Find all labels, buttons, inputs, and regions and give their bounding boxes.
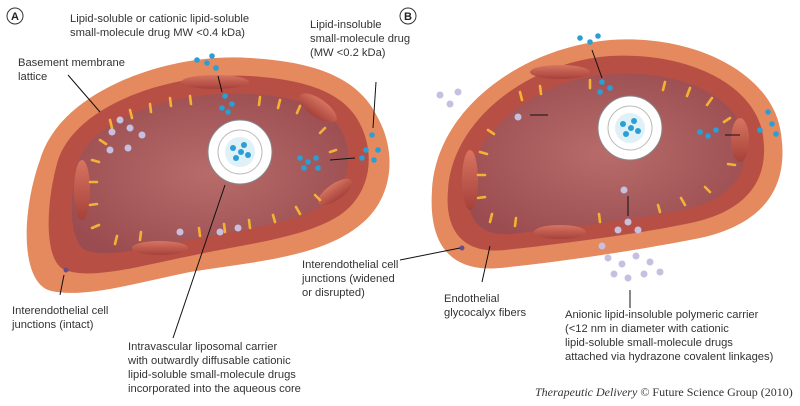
credit-publisher: © Future Science Group (2010)	[637, 385, 792, 399]
label-junctions-intact: Interendothelial cell junctions (intact)	[11, 305, 112, 331]
endothelial-cell	[462, 150, 478, 210]
panel-label-a: A	[11, 11, 19, 23]
label-liposomal-carrier: Intravascular liposomal carrier with out…	[127, 341, 301, 395]
liposome-a	[207, 119, 273, 185]
glycocalyx-fibers-a	[88, 94, 338, 246]
vessel-lumen-b	[467, 73, 746, 235]
polymer-carriers-b	[436, 88, 664, 282]
arrows-a	[59, 74, 377, 339]
junction-dot	[63, 267, 69, 273]
panel-label-b-ring	[399, 7, 417, 25]
panel-label-b: B	[404, 11, 412, 23]
endothelial-cell	[530, 65, 590, 79]
panel-label-a-ring	[6, 7, 24, 25]
arrows-b	[399, 49, 740, 308]
carrier-particles-a	[106, 116, 242, 236]
endothelial-cell	[74, 160, 90, 220]
credit-journal: Therapeutic Delivery	[535, 385, 638, 399]
junction-dot	[459, 245, 465, 251]
panel-a: A Lipid-soluble or cationic lipid-solubl…	[6, 7, 413, 395]
endothelial-cell	[299, 93, 337, 123]
panel-b: B Interendothelial cell junctions (widen…	[301, 7, 783, 363]
endothelial-cell	[317, 178, 353, 206]
glycocalyx-fibers-b	[476, 78, 737, 228]
small-drug-molecules-a	[194, 53, 381, 171]
endothelial-cell	[731, 118, 749, 162]
small-drug-molecules-b	[577, 33, 779, 139]
label-basement-membrane: Basement membrane lattice	[18, 57, 128, 83]
label-polymeric-carrier: Anionic lipid-insoluble polymeric carrie…	[565, 309, 774, 363]
label-glycocalyx: Endothelial glycocalyx fibers	[444, 293, 526, 319]
endothelial-cell	[534, 225, 586, 239]
label-lipid-soluble: Lipid-soluble or cationic lipid-soluble …	[70, 13, 252, 39]
credit-line: Therapeutic Delivery © Future Science Gr…	[535, 385, 793, 399]
endothelial-cell	[132, 241, 188, 255]
label-lipid-insoluble: Lipid-insoluble small-molecule drug (MW …	[310, 19, 413, 59]
label-junctions-widened: Interendothelial cell junctions (widened…	[301, 259, 402, 299]
endothelial-cell	[181, 75, 249, 89]
liposome-b	[597, 95, 663, 161]
